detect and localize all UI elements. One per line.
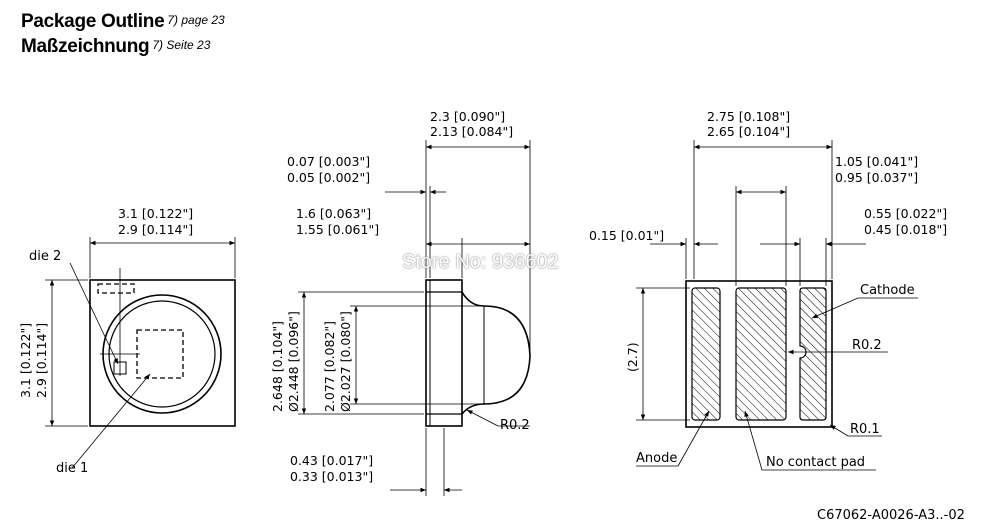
outer-dia-min: Ø2.448 [0.096"]: [286, 311, 301, 412]
bottom-width-max: 2.75 [0.108"]: [707, 109, 790, 124]
base-min: 0.33 [0.013"]: [290, 469, 373, 484]
cathode-width-min: 0.45 [0.018"]: [864, 222, 947, 237]
front-height-max: 3.1 [0.122"]: [18, 323, 33, 398]
base-max: 0.43 [0.017"]: [290, 453, 373, 468]
front-width-min: 2.9 [0.114"]: [118, 222, 193, 237]
title-en: Package Outline: [21, 11, 165, 32]
front-height-min: 2.9 [0.114"]: [34, 323, 49, 398]
drawing-id: C67062-A0026-A3..-02: [817, 508, 965, 523]
cathode-width-max: 0.55 [0.022"]: [864, 206, 947, 221]
inner-dia-max: 2.077 [0.082"]: [322, 321, 337, 412]
side-view: [298, 140, 531, 496]
t2-max: 1.6 [0.063"]: [296, 206, 371, 221]
no-contact-pad-label: No contact pad: [766, 455, 865, 470]
anode-label: Anode: [636, 451, 677, 466]
t1-min: 0.05 [0.002"]: [287, 170, 370, 185]
bottom-view: [636, 140, 918, 471]
outer-dia-max: 2.648 [0.104"]: [270, 321, 285, 412]
side-radius: R0.2: [500, 418, 530, 433]
pad-width-max: 1.05 [0.041"]: [835, 154, 918, 169]
inner-dia-min: Ø2.027 [0.080"]: [338, 311, 353, 412]
lens-height-max: 2.3 [0.090"]: [430, 109, 505, 124]
pad-width-min: 0.95 [0.037"]: [835, 170, 918, 185]
title-de: Maßzeichnung: [21, 36, 150, 57]
die1-label: die 1: [56, 461, 88, 476]
watermark: Store No: 936602: [402, 251, 559, 273]
ref-de: 7) Seite 23: [152, 38, 211, 52]
cathode-label: Cathode: [860, 283, 915, 298]
front-width-max: 3.1 [0.122"]: [118, 206, 193, 221]
corner-radius-label: R0.1: [850, 422, 880, 437]
notch-radius-label: R0.2: [852, 338, 882, 353]
pad-gap: 0.15 [0.01"]: [589, 228, 664, 243]
ref-en: 7) page 23: [167, 13, 225, 27]
lens-height-min: 2.13 [0.084"]: [430, 124, 513, 139]
t1-max: 0.07 [0.003"]: [287, 154, 370, 169]
bottom-height: (2.7): [625, 342, 640, 372]
bottom-width-min: 2.65 [0.104"]: [707, 124, 790, 139]
front-view: [45, 237, 236, 469]
t2-min: 1.55 [0.061"]: [296, 222, 379, 237]
die2-label: die 2: [29, 249, 61, 264]
